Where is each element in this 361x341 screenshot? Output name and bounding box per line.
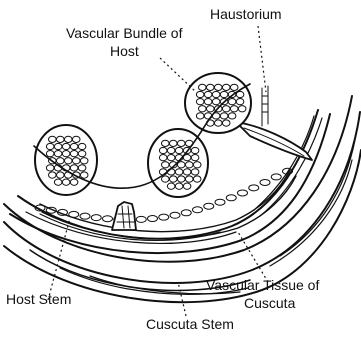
tissue-cell <box>226 195 236 201</box>
label-cuscuta-stem: Cuscuta Stem <box>146 316 234 332</box>
label-vascular-bundle-line2: Host <box>110 43 139 59</box>
label-vascular-bundle-line1: Vascular Bundle of <box>66 25 183 41</box>
tissue-cell <box>215 199 225 205</box>
label-haustorium: Haustorium <box>210 6 282 22</box>
vascular-bundle-left <box>35 125 97 195</box>
tissue-cell <box>181 210 191 216</box>
tissue-cell <box>148 216 158 222</box>
tissue-cell <box>159 214 169 220</box>
tissue-cell <box>69 211 79 217</box>
label-host-stem: Host Stem <box>6 291 71 307</box>
tissue-cell <box>271 174 281 180</box>
vascular-bundle-top <box>185 73 251 133</box>
tissue-cell <box>249 185 259 191</box>
label-vascular-tissue-line2: Cuscuta <box>244 295 296 311</box>
tissue-cell <box>80 213 90 219</box>
tissue-cell <box>204 203 214 209</box>
tissue-cell <box>193 207 203 213</box>
tissue-cell <box>91 215 101 221</box>
tissue-cell <box>136 216 146 222</box>
tissue-cell <box>170 212 180 218</box>
tissue-cell <box>103 216 113 222</box>
tissue-cell <box>238 190 248 196</box>
leader-cuscuta-stem <box>178 282 186 316</box>
tissue-cell <box>260 179 270 185</box>
leader-haustorium <box>258 26 266 92</box>
label-vascular-tissue-line1: Vascular Tissue of <box>206 277 319 293</box>
